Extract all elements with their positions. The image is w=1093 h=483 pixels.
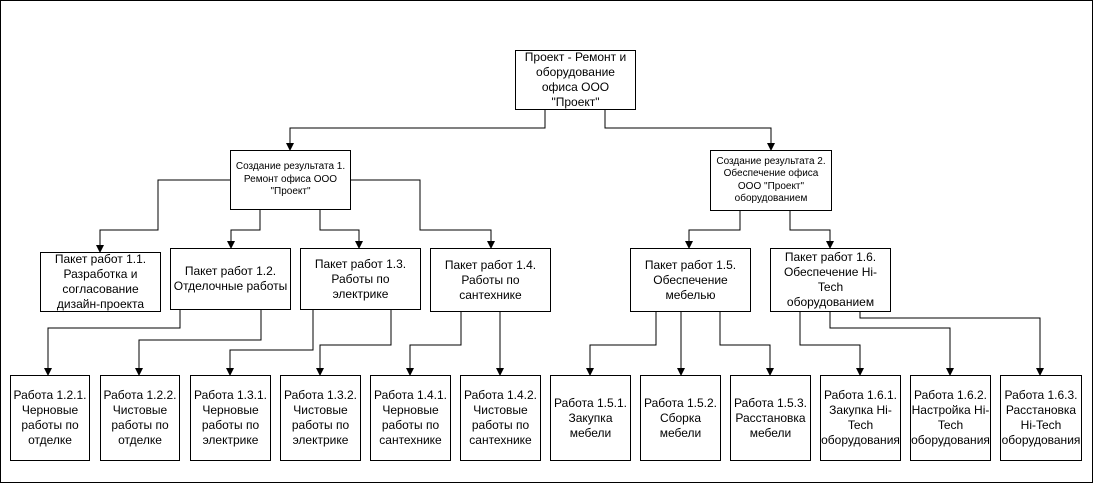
- connector-r2-p16: [789, 210, 834, 249]
- work-node-1-4-2: Работа 1.4.2. Чистовые работы по сантехн…: [460, 375, 541, 461]
- package-node-1-1: Пакет работ 1.1. Разработка и согласован…: [40, 252, 161, 312]
- connector-p16-w162: [829, 312, 954, 376]
- connector-r1-p14: [350, 179, 495, 249]
- connector-p16-w161: [799, 312, 864, 376]
- work-node-1-6-1: Работа 1.6.1. Закупка Hi- Tech оборудова…: [820, 375, 901, 461]
- root-node: Проект - Ремонт и оборудование офиса ООО…: [515, 50, 636, 110]
- connector-p15-w151: [586, 312, 657, 376]
- connector-r1-p13: [319, 210, 363, 249]
- work-node-1-4-1: Работа 1.4.1. Черновые работы по сантехн…: [370, 375, 451, 461]
- work-node-1-3-1: Работа 1.3.1. Черновые работы по электри…: [190, 375, 271, 461]
- connector-p12-w122: [135, 310, 262, 376]
- connector-p13-w132: [316, 310, 392, 376]
- connector-r2-p15: [685, 210, 741, 249]
- result-node-1: Создание результата 1. Ремонт офиса ООО …: [230, 150, 351, 210]
- package-node-1-5: Пакет работ 1.5. Обеспечение мебелью: [630, 248, 751, 312]
- work-node-1-2-2: Работа 1.2.2. Чистовые работы по отделке: [100, 375, 180, 461]
- package-node-1-2: Пакет работ 1.2. Отделочные работы: [170, 248, 291, 310]
- connector-r1-p11: [96, 179, 230, 253]
- work-node-1-3-2: Работа 1.3.2. Чистовые работы по электри…: [280, 375, 361, 461]
- connector-p15-w153: [719, 312, 774, 376]
- work-node-1-5-1: Работа 1.5.1. Закупка мебели: [550, 375, 631, 461]
- connector-root-result2: [604, 110, 775, 151]
- package-node-1-6: Пакет работ 1.6. Обеспечение Hi- Tech об…: [770, 248, 891, 312]
- result-node-2: Создание результата 2. Обеспечение офиса…: [710, 150, 832, 211]
- work-node-1-6-3: Работа 1.6.3. Расстановка Hi-Tech оборуд…: [1000, 375, 1082, 461]
- work-node-1-5-3: Работа 1.5.3. Расстановка мебели: [730, 375, 811, 461]
- connector-p14-w141: [406, 312, 462, 376]
- connector-r1-p12: [227, 210, 261, 249]
- connector-p13-w131: [226, 310, 314, 376]
- connector-root-result1: [286, 110, 546, 151]
- package-node-1-3: Пакет работ 1.3. Работы по электрике: [300, 248, 421, 310]
- work-node-1-2-1: Работа 1.2.1. Черновые работы по отделке: [10, 375, 90, 461]
- work-node-1-6-2: Работа 1.6.2. Настройка Hi- Tech оборудо…: [910, 375, 991, 461]
- connector-p16-w163: [859, 312, 1044, 376]
- connector-p12-w121: [44, 310, 181, 376]
- package-node-1-4: Пакет работ 1.4. Работы по сантехнике: [430, 248, 551, 312]
- work-node-1-5-2: Работа 1.5.2. Сборка мебели: [640, 375, 721, 461]
